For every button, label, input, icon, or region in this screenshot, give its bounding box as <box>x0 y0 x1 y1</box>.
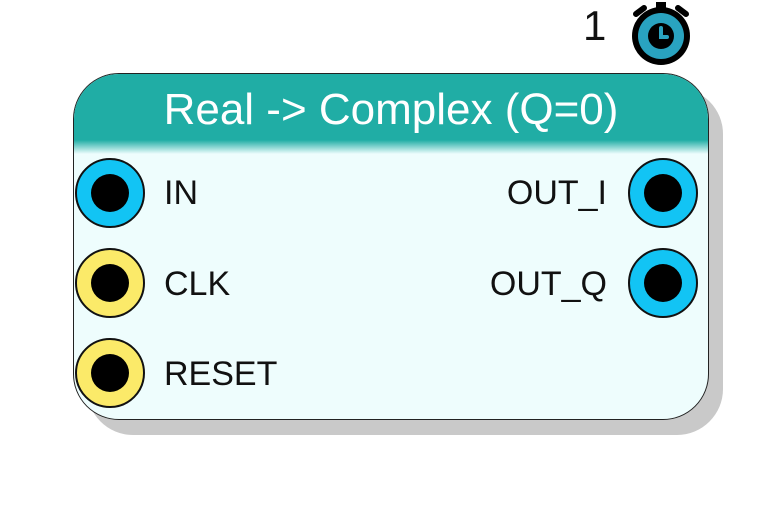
output-port-out-i[interactable] <box>628 158 698 228</box>
input-port-in[interactable] <box>75 158 145 228</box>
real-to-complex-block[interactable]: Real -> Complex (Q=0) <box>73 73 709 420</box>
input-port-clk[interactable] <box>75 248 145 318</box>
output-port-out-q-label: OUT_Q <box>489 265 607 303</box>
input-port-reset-label: RESET <box>164 355 278 393</box>
output-port-out-i-label: OUT_I <box>506 174 607 212</box>
block-header <box>74 74 708 152</box>
block-title: Real -> Complex (Q=0) <box>163 85 619 134</box>
block-header-fade <box>74 140 708 154</box>
input-port-in-label: IN <box>164 174 198 212</box>
input-port-clk-label: CLK <box>164 265 231 303</box>
output-port-out-q[interactable] <box>628 248 698 318</box>
stopwatch-icon[interactable] <box>626 0 696 68</box>
input-port-reset[interactable] <box>75 338 145 408</box>
timer-count: 1 <box>583 2 607 49</box>
